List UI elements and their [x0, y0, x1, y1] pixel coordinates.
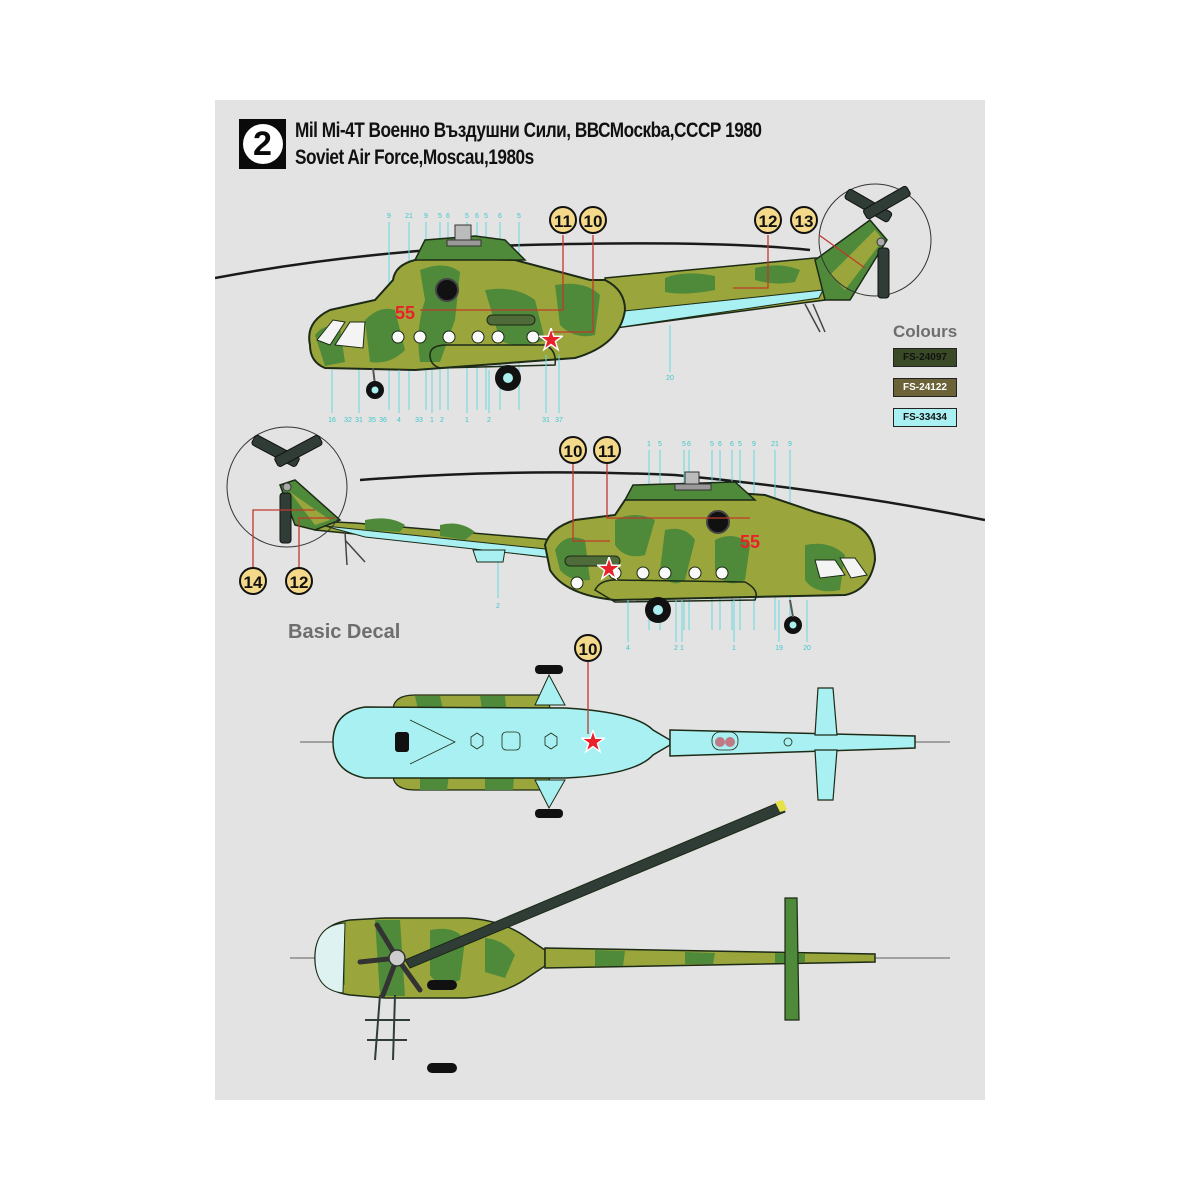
- swatch-fs-24097: FS-24097: [893, 348, 957, 367]
- svg-text:36: 36: [379, 417, 387, 424]
- svg-text:5: 5: [682, 441, 686, 448]
- svg-text:5: 5: [484, 213, 488, 220]
- svg-text:14: 14: [244, 573, 263, 592]
- decal-sheet-panel: 2 Mil Mi-4T Военно Въздушни Сили, ВВСМос…: [215, 100, 985, 1100]
- swatch-fs-33434: FS-33434: [893, 408, 957, 427]
- svg-text:33: 33: [415, 417, 423, 424]
- svg-text:19: 19: [775, 645, 783, 652]
- swatch-fs-24122: FS-24122: [893, 378, 957, 397]
- svg-text:9: 9: [424, 213, 428, 220]
- svg-text:1: 1: [430, 417, 434, 424]
- right-profile-view: 55 10 11 14 12 1: [226, 426, 985, 652]
- svg-text:2: 2: [487, 417, 491, 424]
- svg-text:9: 9: [387, 213, 391, 220]
- underside-view: 10: [300, 634, 950, 818]
- svg-text:9: 9: [752, 441, 756, 448]
- callouts-left-profile: 11 10 12 13: [549, 206, 818, 234]
- svg-text:6: 6: [730, 441, 734, 448]
- svg-text:5: 5: [658, 441, 662, 448]
- basic-decal-label: Basic Decal: [288, 621, 401, 643]
- svg-text:5: 5: [465, 213, 469, 220]
- svg-text:5: 5: [738, 441, 742, 448]
- svg-text:11: 11: [598, 442, 616, 461]
- svg-text:1: 1: [732, 645, 736, 652]
- stencil-numbers-left: 9 21 9 5 6 5 6 5 6 5 16 32 31 35 36 4 33…: [328, 213, 674, 424]
- svg-text:1: 1: [647, 441, 651, 448]
- stencil-numbers-right: 1 5 5 6 5 6 6 5 9 21 9 2 4 2 1 1 19 20: [496, 441, 811, 652]
- top-view: [290, 800, 950, 1073]
- svg-text:4: 4: [626, 645, 630, 652]
- svg-text:2: 2: [496, 603, 500, 610]
- svg-text:10: 10: [579, 640, 598, 659]
- svg-text:37: 37: [555, 417, 563, 424]
- svg-text:10: 10: [564, 442, 583, 461]
- svg-text:5: 5: [710, 441, 714, 448]
- svg-text:6: 6: [687, 441, 691, 448]
- svg-text:21: 21: [771, 441, 779, 448]
- title-line-2: Soviet Air Force,Moscau,1980s: [295, 146, 534, 169]
- svg-text:1: 1: [465, 417, 469, 424]
- left-profile-view: 55 11 10 12 13: [215, 183, 932, 424]
- svg-text:12: 12: [290, 573, 309, 592]
- svg-text:6: 6: [498, 213, 502, 220]
- title-block: 2 Mil Mi-4T Военно Въздушни Сили, ВВСМос…: [239, 117, 864, 171]
- svg-text:13: 13: [795, 212, 814, 231]
- svg-text:11: 11: [554, 212, 572, 231]
- svg-text:20: 20: [803, 645, 811, 652]
- svg-text:16: 16: [328, 417, 336, 424]
- side-number-left: 55: [395, 303, 415, 323]
- svg-text:32: 32: [344, 417, 352, 424]
- svg-text:2: 2: [674, 645, 678, 652]
- profile-number-badge: 2: [239, 119, 286, 169]
- callouts-underside: 10: [574, 634, 602, 662]
- profile-number: 2: [242, 124, 283, 164]
- svg-text:31: 31: [355, 417, 363, 424]
- callouts-right-profile: 10 11 14 12: [239, 436, 621, 595]
- svg-text:4: 4: [397, 417, 401, 424]
- svg-text:10: 10: [584, 212, 603, 231]
- svg-text:1: 1: [680, 645, 684, 652]
- svg-text:6: 6: [475, 213, 479, 220]
- title-line-1: Mil Mi-4T Военно Въздушни Сили, ВВСМоскb…: [295, 119, 762, 142]
- svg-text:5: 5: [517, 213, 521, 220]
- svg-text:6: 6: [446, 213, 450, 220]
- colours-title: Colours: [893, 322, 958, 341]
- svg-text:21: 21: [405, 213, 413, 220]
- svg-text:9: 9: [788, 441, 792, 448]
- svg-text:20: 20: [666, 375, 674, 382]
- svg-text:35: 35: [368, 417, 376, 424]
- svg-text:2: 2: [440, 417, 444, 424]
- helicopter-drawings: 55 11 10 12 13: [215, 183, 985, 1073]
- svg-text:6: 6: [718, 441, 722, 448]
- svg-text:12: 12: [759, 212, 778, 231]
- colours-legend: Colours FS-24097 FS-24122 FS-33434: [893, 322, 957, 438]
- side-number-right: 55: [740, 532, 760, 552]
- svg-text:31: 31: [542, 417, 550, 424]
- svg-text:5: 5: [438, 213, 442, 220]
